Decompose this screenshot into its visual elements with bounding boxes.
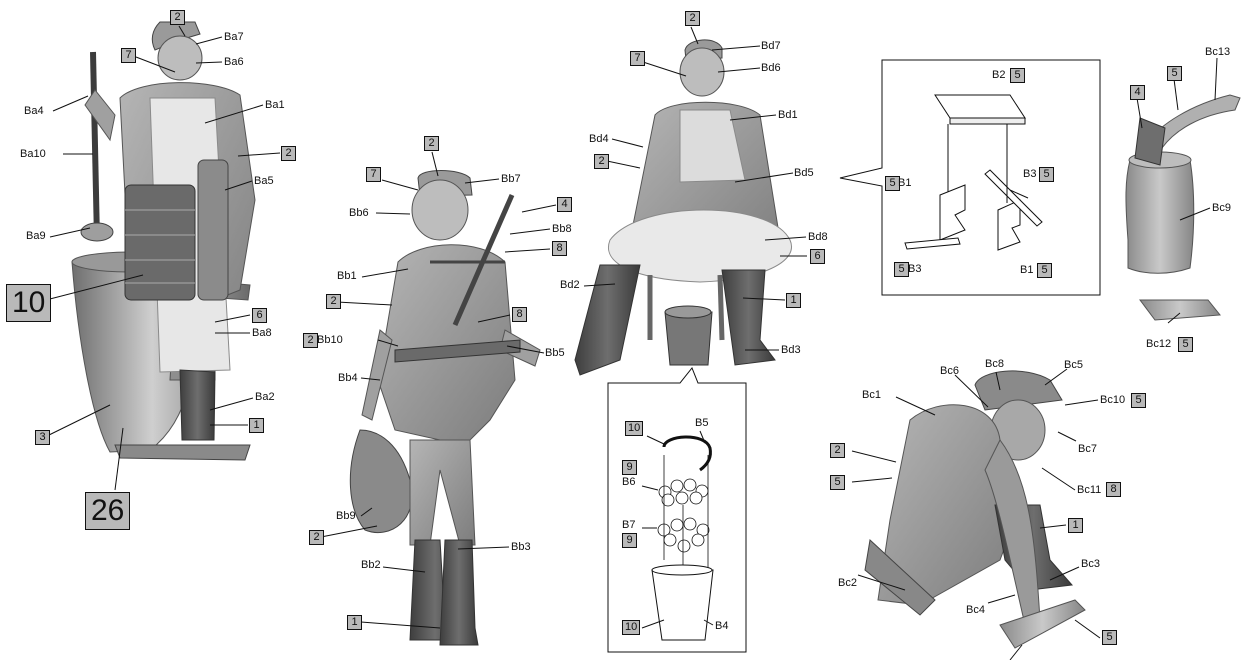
part-label: Ba2 <box>255 391 275 404</box>
part-label: Ba9 <box>26 230 46 243</box>
color-ref-b9: 1 <box>347 615 362 630</box>
part-label: B7 <box>622 519 635 532</box>
color-ref-e5: 5 <box>1037 263 1052 278</box>
part-label: B3 <box>1023 168 1036 181</box>
color-ref-g3: 9 <box>622 533 637 548</box>
part-label: Bb3 <box>511 541 531 554</box>
part-label: Bd5 <box>794 167 814 180</box>
color-ref-a1: 2 <box>170 10 185 25</box>
color-ref-d2: 7 <box>630 51 645 66</box>
color-ref-b1: 2 <box>424 136 439 151</box>
part-label: Ba1 <box>265 99 285 112</box>
part-label: B2 <box>992 69 1005 82</box>
color-ref-f2: 4 <box>1130 85 1145 100</box>
part-label: Bc1 <box>862 389 881 402</box>
bucket-detail-diagram <box>608 368 746 652</box>
part-label: B1 <box>1020 264 1033 277</box>
color-ref-c1: 5 <box>1131 393 1146 408</box>
part-label: Ba7 <box>224 31 244 44</box>
color-ref-g4: 10 <box>622 620 640 635</box>
part-label: Bd8 <box>808 231 828 244</box>
part-label: Bb8 <box>552 223 572 236</box>
color-ref-a5: 6 <box>252 308 267 323</box>
color-ref-b5: 2 <box>326 294 341 309</box>
color-ref-a4: 10 <box>6 284 51 322</box>
part-label: Bb4 <box>338 372 358 385</box>
color-ref-g1: 10 <box>625 421 643 436</box>
part-label: Bc13 <box>1205 46 1230 59</box>
color-ref-b4: 8 <box>552 241 567 256</box>
part-label: Ba8 <box>252 327 272 340</box>
color-ref-c6: 5 <box>1102 630 1117 645</box>
part-label: Bc11 <box>1077 484 1101 497</box>
part-label: B3 <box>908 263 921 276</box>
part-label: Bb7 <box>501 173 521 186</box>
color-ref-b7: 2 <box>303 333 318 348</box>
color-ref-f1: 5 <box>1167 66 1182 81</box>
part-label: Bd4 <box>589 133 609 146</box>
part-label: Bb9 <box>336 510 356 523</box>
color-ref-c4: 5 <box>830 475 845 490</box>
part-label: B1 <box>898 177 911 190</box>
color-ref-e1: 5 <box>1010 68 1025 83</box>
color-ref-d3: 2 <box>594 154 609 169</box>
part-label: Bd2 <box>560 279 580 292</box>
part-label: Bb2 <box>361 559 381 572</box>
part-label: Bc9 <box>1212 202 1231 215</box>
color-ref-e3: 5 <box>1039 167 1054 182</box>
part-label: Bb5 <box>545 347 565 360</box>
color-ref-a2: 7 <box>121 48 136 63</box>
part-label: Ba6 <box>224 56 244 69</box>
part-label: Bb1 <box>337 270 357 283</box>
part-label: Bd1 <box>778 109 798 122</box>
color-ref-b8: 2 <box>309 530 324 545</box>
color-ref-c2: 2 <box>830 443 845 458</box>
bench-detail-diagram <box>840 60 1100 295</box>
color-ref-f3: 5 <box>1178 337 1193 352</box>
part-label: Bc2 <box>838 577 857 590</box>
cook-with-ladle-figure <box>72 22 255 460</box>
part-label: Bc3 <box>1081 558 1100 571</box>
part-label: B5 <box>695 417 708 430</box>
part-label: Bc12 <box>1146 338 1171 351</box>
color-ref-g2: 9 <box>622 460 637 475</box>
part-label: Ba10 <box>20 148 46 161</box>
part-label: Bc6 <box>940 365 959 378</box>
color-ref-a6: 3 <box>35 430 50 445</box>
color-ref-a3: 2 <box>281 146 296 161</box>
part-label: Ba4 <box>24 105 44 118</box>
part-label: B4 <box>715 620 728 633</box>
seated-cook-figure <box>575 40 792 375</box>
part-label: Bc5 <box>1064 359 1083 372</box>
color-ref-a7: 1 <box>249 418 264 433</box>
color-ref-d5: 1 <box>786 293 801 308</box>
part-label: Bb6 <box>349 207 369 220</box>
standing-soldier-figure <box>350 171 540 646</box>
color-ref-d1: 2 <box>685 11 700 26</box>
part-label: Bc7 <box>1078 443 1097 456</box>
color-ref-c3: 8 <box>1106 482 1121 497</box>
color-ref-b6: 8 <box>512 307 527 322</box>
part-label: Bc8 <box>985 358 1004 371</box>
part-label: Bd7 <box>761 40 781 53</box>
part-label: Bd6 <box>761 62 781 75</box>
part-label: Bd3 <box>781 344 801 357</box>
color-ref-e4: 5 <box>894 262 909 277</box>
part-label: Ba5 <box>254 175 274 188</box>
part-label: B6 <box>622 476 635 489</box>
part-label: Bc10 <box>1100 394 1125 407</box>
color-ref-b3: 4 <box>557 197 572 212</box>
color-ref-c5: 1 <box>1068 518 1083 533</box>
color-ref-b2: 7 <box>366 167 381 182</box>
part-label: Bb10 <box>317 334 343 347</box>
color-ref-d4: 6 <box>810 249 825 264</box>
color-ref-a8: 26 <box>85 492 130 530</box>
part-label: Bc4 <box>966 604 985 617</box>
